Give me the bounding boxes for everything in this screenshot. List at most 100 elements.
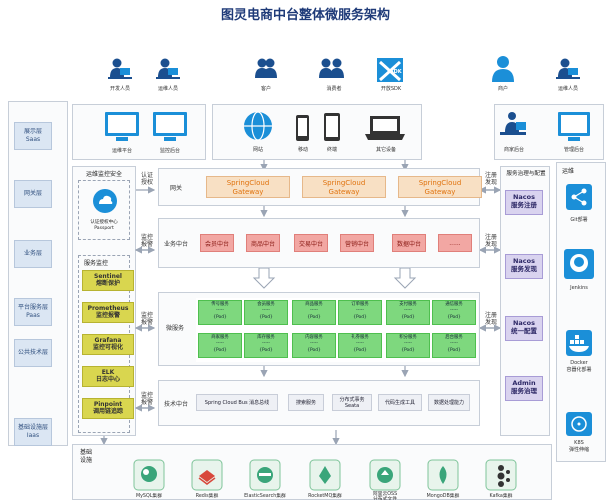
business-box-marketing: 营销中台 <box>340 234 374 252</box>
oss-icon <box>377 467 393 483</box>
monitor-arrow-label-3: 监控 报警 <box>140 392 153 407</box>
mobile-icon <box>296 115 309 141</box>
elk-box: ELK 日志中心 <box>82 366 134 387</box>
register-arrow-label-3: 注册 发现 <box>484 312 497 327</box>
label-monitor-backend: 监控后台 <box>159 148 180 154</box>
kafka-icon <box>497 465 510 487</box>
rocketmq-icon <box>319 466 331 484</box>
mongodb-icon <box>439 466 447 484</box>
layer-common-tech: 公共技术层 <box>14 339 52 367</box>
service-box: 订单服务 ----- {Pod} <box>338 300 382 325</box>
gateway-box-3: SpringCloud Gateway <box>398 176 482 198</box>
service-box: 商品服务 ----- {Pod} <box>292 300 336 325</box>
prometheus-box: Prometheus 监控报警 <box>82 302 134 323</box>
ops-label-docker: Docker 容器化部署 <box>566 360 592 373</box>
monitor-icon <box>558 112 590 141</box>
sentinel-box: Sentinel 熔断保护 <box>82 270 134 291</box>
label-website: 网站 <box>252 147 263 153</box>
sdk-icon <box>377 58 403 82</box>
merchant-icon <box>492 56 514 82</box>
infra-label-oss: 阿里云OSS 分布式文件 <box>372 492 398 500</box>
register-arrow-label-1: 注册 发现 <box>484 172 497 187</box>
service-box: 后台服务 ----- {Pod} <box>432 333 476 358</box>
mysql-icon <box>141 466 157 482</box>
infra-label-mongodb: MongoDB集群 <box>426 494 460 499</box>
ops-label-git: Git部署 <box>570 217 588 223</box>
nacos-discovery-box: Nacos 服务发现 <box>505 254 543 279</box>
grafana-box: Grafana 监控可视化 <box>82 334 134 355</box>
service-box: 商家服务 ----- {Pod} <box>198 333 242 358</box>
tablet-icon <box>324 113 340 141</box>
service-box: 库存服务 ----- {Pod} <box>244 333 288 358</box>
business-box-data: 数据中台 <box>392 234 426 252</box>
governance-title: 服务治理与配置 <box>506 171 546 177</box>
layer-saas: 展示层 Saas <box>14 122 52 150</box>
role-label-dev: 开发人员 <box>109 86 130 92</box>
business-box-trade: 交易中台 <box>294 234 328 252</box>
service-box: 内容服务 ----- {Pod} <box>292 333 336 358</box>
ops-security-title: 运维监控安全 <box>86 171 123 178</box>
k8s-icon <box>566 412 592 436</box>
nacos-register-box: Nacos 服务注册 <box>505 190 543 215</box>
laptop-icon <box>365 116 405 140</box>
infra-label-rocketmq: RocketMQ集群 <box>308 494 342 499</box>
business-label: 业务中台 <box>164 241 189 248</box>
label-ops-platform: 运维平台 <box>111 148 132 154</box>
tech-label: 技术中台 <box>164 401 189 408</box>
layer-paas: 平台服务层 Paas <box>14 298 52 326</box>
admin-governance-box: Admin 服务治理 <box>505 376 543 401</box>
git-icon <box>566 184 592 210</box>
tech-box-codegen: 代码生成工具 <box>378 394 422 411</box>
ops-label-k8s: K8S 弹性伸缩 <box>568 440 589 453</box>
tech-box-bus: Spring Cloud Bus 消息总线 <box>196 394 278 411</box>
ops-title: 运维 <box>562 168 575 175</box>
service-box: 积分服务 ----- {Pod} <box>386 333 430 358</box>
layer-column <box>8 101 68 446</box>
service-monitor-title: 服务监控 <box>84 260 109 267</box>
service-box: 支付服务 ----- {Pod} <box>386 300 430 325</box>
elasticsearch-icon <box>257 467 273 483</box>
infra-label-redis: Redis集群 <box>195 494 219 499</box>
auth-cloud-icon <box>93 189 117 213</box>
layer-gateway: 网关层 <box>14 180 52 208</box>
pinpoint-box: Pinpoint 调用链追踪 <box>82 398 134 419</box>
label-admin-backend: 管理后台 <box>563 147 584 153</box>
jenkins-icon <box>564 249 594 279</box>
label-merchant-backend: 商家后台 <box>503 147 524 153</box>
infra-label-mysql: MySQL集群 <box>135 494 163 499</box>
monitor-icon <box>105 112 139 141</box>
role-label-sdk: 开放SDK <box>380 86 402 92</box>
role-label-customer: 客户 <box>260 86 271 92</box>
monitor-arrow-label-2: 监控 报警 <box>140 312 153 327</box>
infra-label: 基础 设施 <box>80 449 93 464</box>
microservice-label: 微服务 <box>166 325 185 332</box>
globe-icon <box>244 111 272 141</box>
tech-box-seata: 分布式事务 Seata <box>332 394 372 411</box>
monitor-arrow-label-1: 监控 报警 <box>140 234 153 249</box>
layer-iaas: 基础设施层 Iaas <box>14 418 52 446</box>
auth-arrow-label: 认证 授权 <box>140 172 153 187</box>
business-box-member: 会员中台 <box>200 234 234 252</box>
tech-box-data-processing: 数据处理能力 <box>428 394 470 411</box>
infra-label-kafka: Kafka集群 <box>489 494 513 499</box>
merchant-desk-icon <box>500 112 526 135</box>
business-box-product: 商品中台 <box>246 234 280 252</box>
docker-icon <box>566 330 592 356</box>
register-arrow-label-2: 注册 发现 <box>484 234 497 249</box>
gateway-box-1: SpringCloud Gateway <box>206 176 290 198</box>
role-label-consumer: 消费者 <box>326 86 342 92</box>
infra-label-es: ElasticSearch集群 <box>244 494 286 499</box>
role-label-ops-right: 运维人员 <box>557 86 578 92</box>
sdk-badge: SDK <box>390 69 402 75</box>
nacos-config-box: Nacos 统一配置 <box>505 316 543 341</box>
tech-box-search: 搜索服务 <box>288 394 324 411</box>
service-box: 会员服务 ----- {Pod} <box>244 300 288 325</box>
roles-icons <box>108 56 580 82</box>
role-label-ops: 运维人员 <box>157 86 178 92</box>
auth-center-label: 认证授权中心 Passport <box>90 220 118 231</box>
label-other-devices: 其它设备 <box>375 147 396 153</box>
ops-label-jenkins: Jenkins <box>570 285 588 291</box>
service-box: 通信服务 ----- {Pod} <box>432 300 476 325</box>
monitor-icon <box>153 112 187 141</box>
